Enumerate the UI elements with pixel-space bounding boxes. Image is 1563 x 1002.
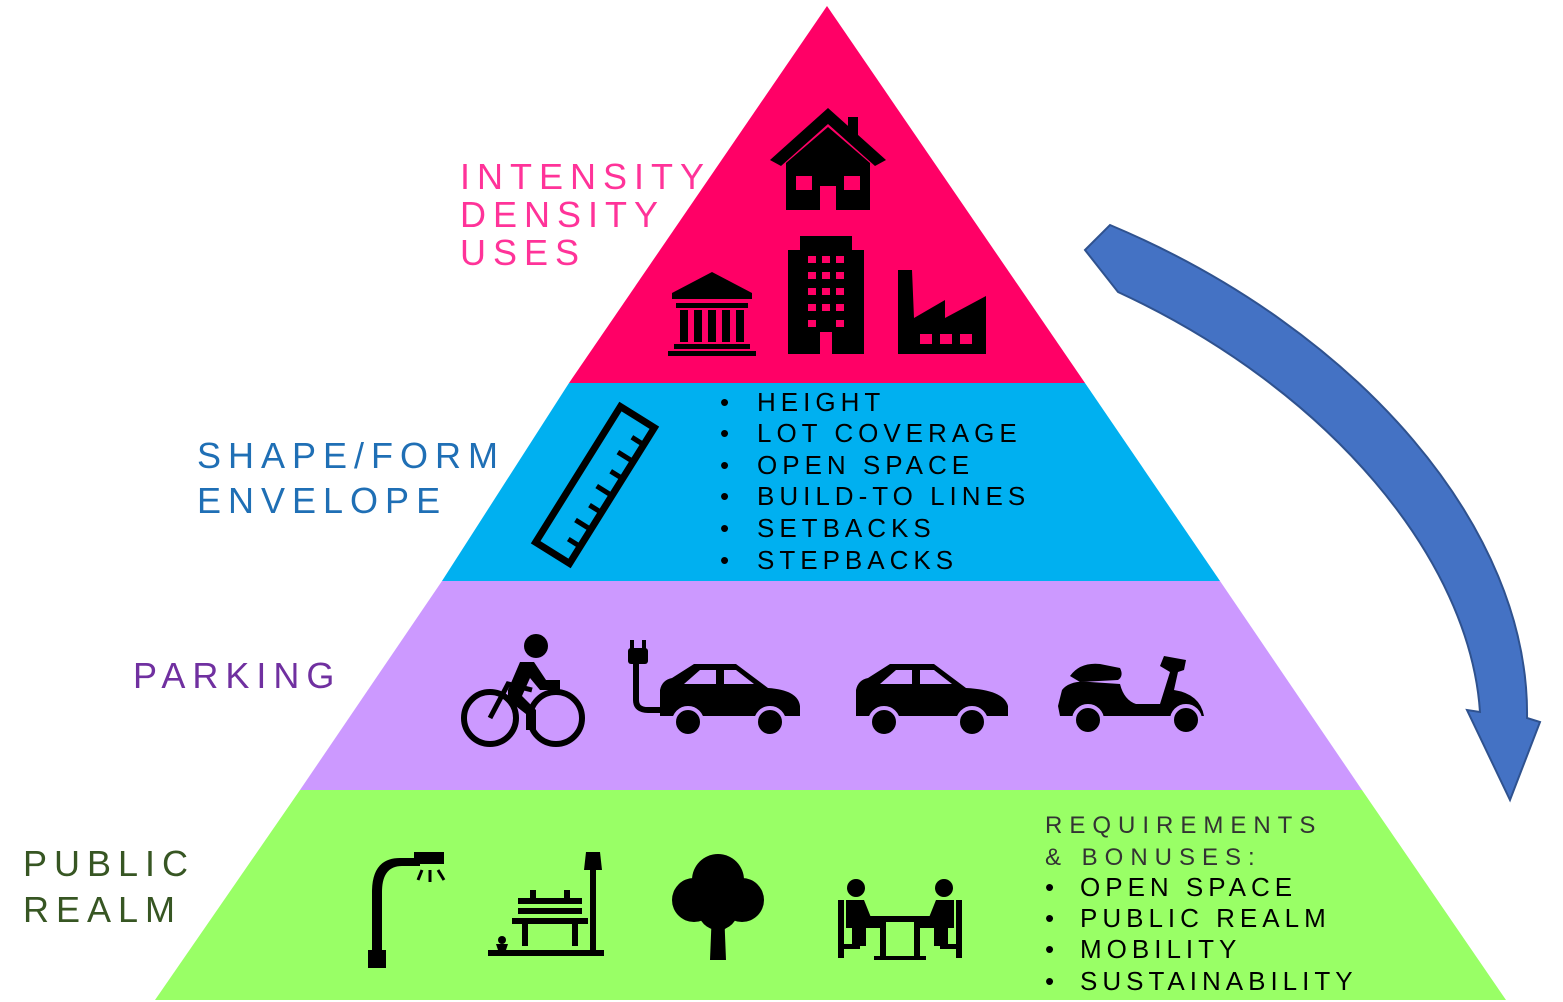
- tier-public-realm: [155, 790, 1506, 1000]
- tier-shape-form: [442, 383, 1220, 581]
- ruler-icon: [530, 401, 660, 569]
- scooter-icon: [1058, 656, 1204, 736]
- intensity-label-line-3: USES: [460, 232, 586, 273]
- park-bench-icon: [488, 852, 604, 956]
- tree-icon: [672, 854, 764, 960]
- shape-label-line-1: SHAPE/FORM: [197, 435, 505, 476]
- public-realm-label-line-1: PUBLIC: [23, 843, 195, 884]
- shape-item-build-to-lines: BUILD-TO LINES: [757, 481, 1030, 511]
- public-item-open-space: OPEN SPACE: [1080, 872, 1297, 902]
- factory-icon: [898, 270, 986, 354]
- shape-items-list: • HEIGHT • LOT COVERAGE • OPEN SPACE • B…: [720, 387, 1030, 575]
- tier-parking: [300, 581, 1362, 790]
- shape-label-group: SHAPE/FORM ENVELOPE: [197, 435, 505, 521]
- bullet: •: [1045, 934, 1059, 964]
- electric-car-icon: [628, 640, 800, 738]
- list-item: • HEIGHT: [720, 387, 885, 417]
- bicycle-icon: [461, 634, 585, 747]
- public-realm-requirements: REQUIREMENTS & BONUSES: • OPEN SPACE • P…: [1045, 812, 1358, 996]
- list-item: • OPEN SPACE: [1045, 872, 1297, 902]
- requirements-heading-line-2: & BONUSES:: [1045, 844, 1262, 871]
- list-item: • SUSTAINABILITY: [1045, 966, 1358, 996]
- office-building-icon: [788, 236, 864, 354]
- shape-item-stepbacks: STEPBACKS: [757, 545, 958, 575]
- public-item-mobility: MOBILITY: [1080, 934, 1241, 964]
- list-item: • SETBACKS: [720, 513, 936, 543]
- bullet: •: [720, 387, 734, 417]
- bank-icon: [668, 272, 756, 356]
- curved-arrow: [1083, 223, 1542, 803]
- bullet: •: [1045, 966, 1059, 996]
- bullet: •: [720, 450, 734, 480]
- intensity-label-group: INTENSITY DENSITY USES: [460, 156, 711, 273]
- parking-label: PARKING: [133, 655, 341, 696]
- bullet: •: [720, 481, 734, 511]
- public-item-public-realm: PUBLIC REALM: [1080, 903, 1331, 933]
- people-at-table-icon: [838, 879, 962, 960]
- shape-item-open-space: OPEN SPACE: [757, 450, 974, 480]
- house-icon: [770, 108, 886, 210]
- list-item: • BUILD-TO LINES: [720, 481, 1030, 511]
- intensity-label-line-1: INTENSITY: [460, 156, 711, 197]
- list-item: • MOBILITY: [1045, 934, 1241, 964]
- shape-item-height: HEIGHT: [757, 387, 885, 417]
- list-item: • OPEN SPACE: [720, 450, 974, 480]
- intensity-label-line-2: DENSITY: [460, 194, 665, 235]
- list-item: • STEPBACKS: [720, 545, 958, 575]
- bullet: •: [720, 418, 734, 448]
- requirements-heading-line-1: REQUIREMENTS: [1045, 812, 1322, 839]
- bullet: •: [1045, 872, 1059, 902]
- street-lamp-icon: [368, 852, 446, 968]
- shape-item-lot-coverage: LOT COVERAGE: [757, 418, 1022, 448]
- list-item: • LOT COVERAGE: [720, 418, 1022, 448]
- bullet: •: [720, 513, 734, 543]
- public-item-sustainability: SUSTAINABILITY: [1080, 966, 1358, 996]
- bullet: •: [1045, 903, 1059, 933]
- public-realm-label-group: PUBLIC REALM: [23, 843, 195, 930]
- public-realm-label-line-2: REALM: [23, 889, 182, 930]
- car-icon: [856, 664, 1008, 738]
- list-item: • PUBLIC REALM: [1045, 903, 1331, 933]
- bullet: •: [720, 545, 734, 575]
- shape-label-line-2: ENVELOPE: [197, 480, 447, 521]
- shape-item-setbacks: SETBACKS: [757, 513, 936, 543]
